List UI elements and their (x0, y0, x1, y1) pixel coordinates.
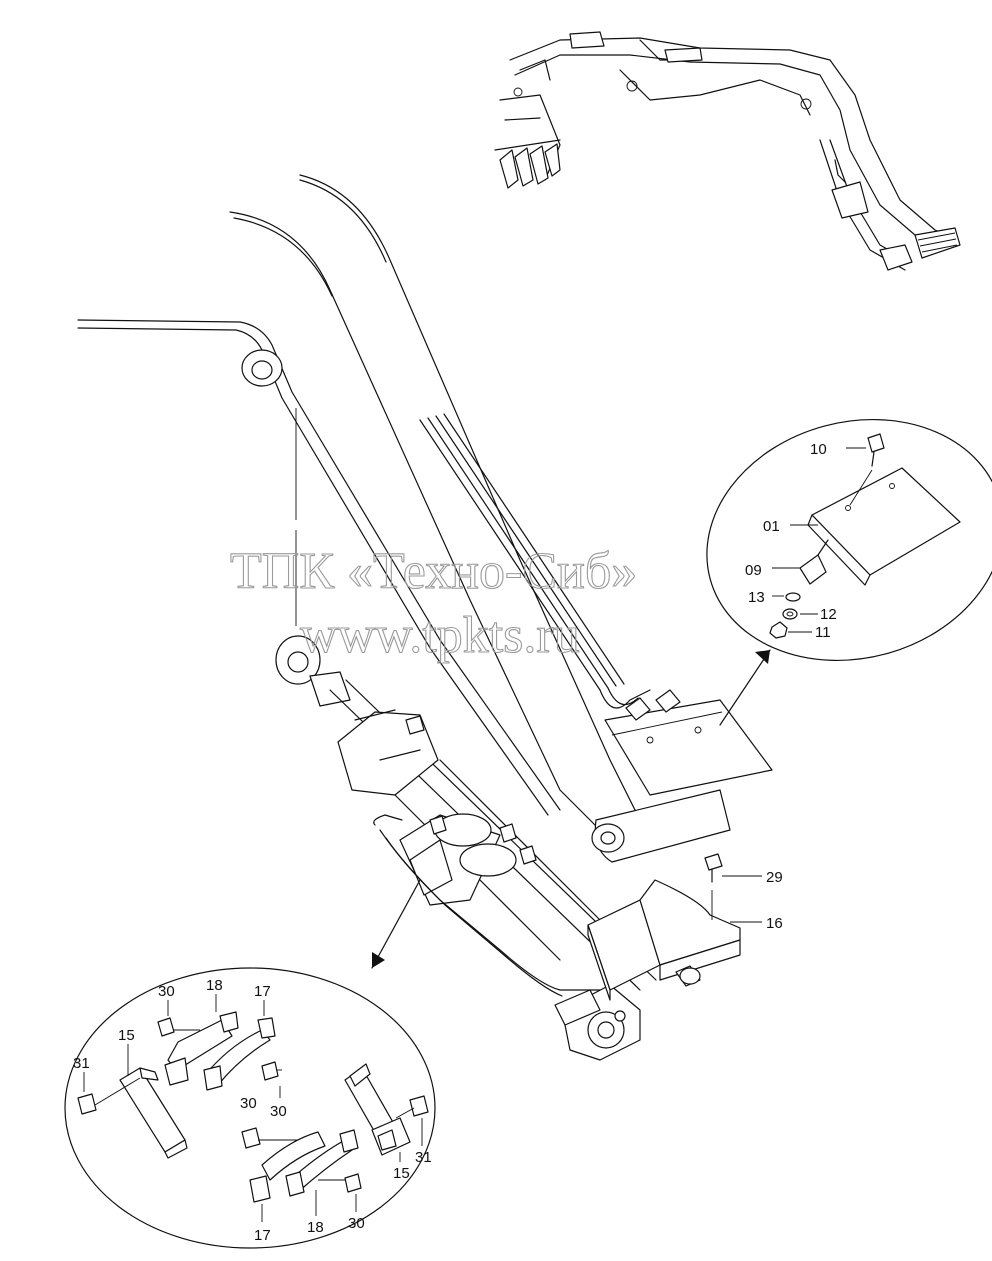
callout-12: 12 (820, 606, 837, 623)
callout-15-a: 15 (118, 1027, 135, 1044)
callout-18-b: 18 (307, 1219, 324, 1236)
callout-15-b: 15 (393, 1165, 410, 1182)
callout-30-a: 30 (158, 983, 175, 1000)
callout-30-d: 30 (348, 1215, 365, 1232)
callout-09: 09 (745, 562, 762, 579)
callout-29: 29 (766, 869, 783, 886)
callout-16: 16 (766, 915, 783, 932)
callout-01: 01 (763, 518, 780, 535)
detail-circle-guard (706, 418, 992, 662)
callout-30-c: 30 (240, 1095, 257, 1112)
watermark-company: ТПК «Техно-Сиб» (230, 543, 637, 600)
callout-13: 13 (748, 589, 765, 606)
callout-17-a: 17 (254, 983, 271, 1000)
callout-17-b: 17 (254, 1227, 271, 1244)
callout-30-b: 30 (270, 1103, 287, 1120)
bracket-assembly (587, 853, 762, 1001)
boom-cylinder (275, 635, 657, 1061)
detail-circle-clamps (64, 967, 436, 1249)
callout-31-a: 31 (73, 1055, 90, 1072)
watermark-website: www.tpkts.ru (300, 607, 580, 664)
callout-10: 10 (810, 441, 827, 458)
overview-excavator-arm (494, 31, 961, 271)
boom-assembly (77, 174, 773, 863)
callout-18-a: 18 (206, 977, 223, 994)
callout-31-b: 31 (415, 1149, 432, 1166)
callout-11: 11 (815, 624, 831, 641)
